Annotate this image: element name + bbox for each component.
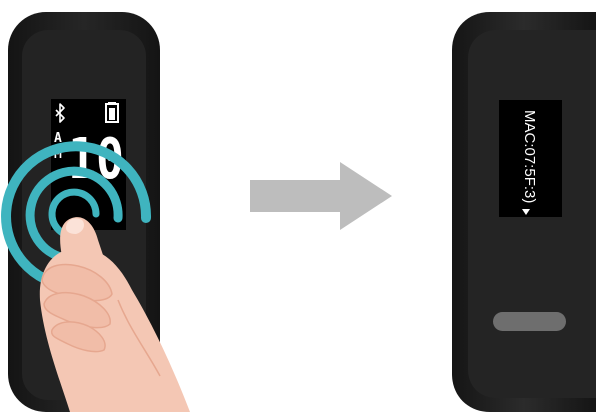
right-band-screen: MAC:07:5F:3) xyxy=(499,100,562,217)
mac-address-text: MAC:07:5F:3) xyxy=(521,110,538,203)
arrow-right-icon xyxy=(250,162,392,230)
right-band-button xyxy=(493,312,566,331)
right-band: MAC:07:5F:3) xyxy=(452,12,596,412)
